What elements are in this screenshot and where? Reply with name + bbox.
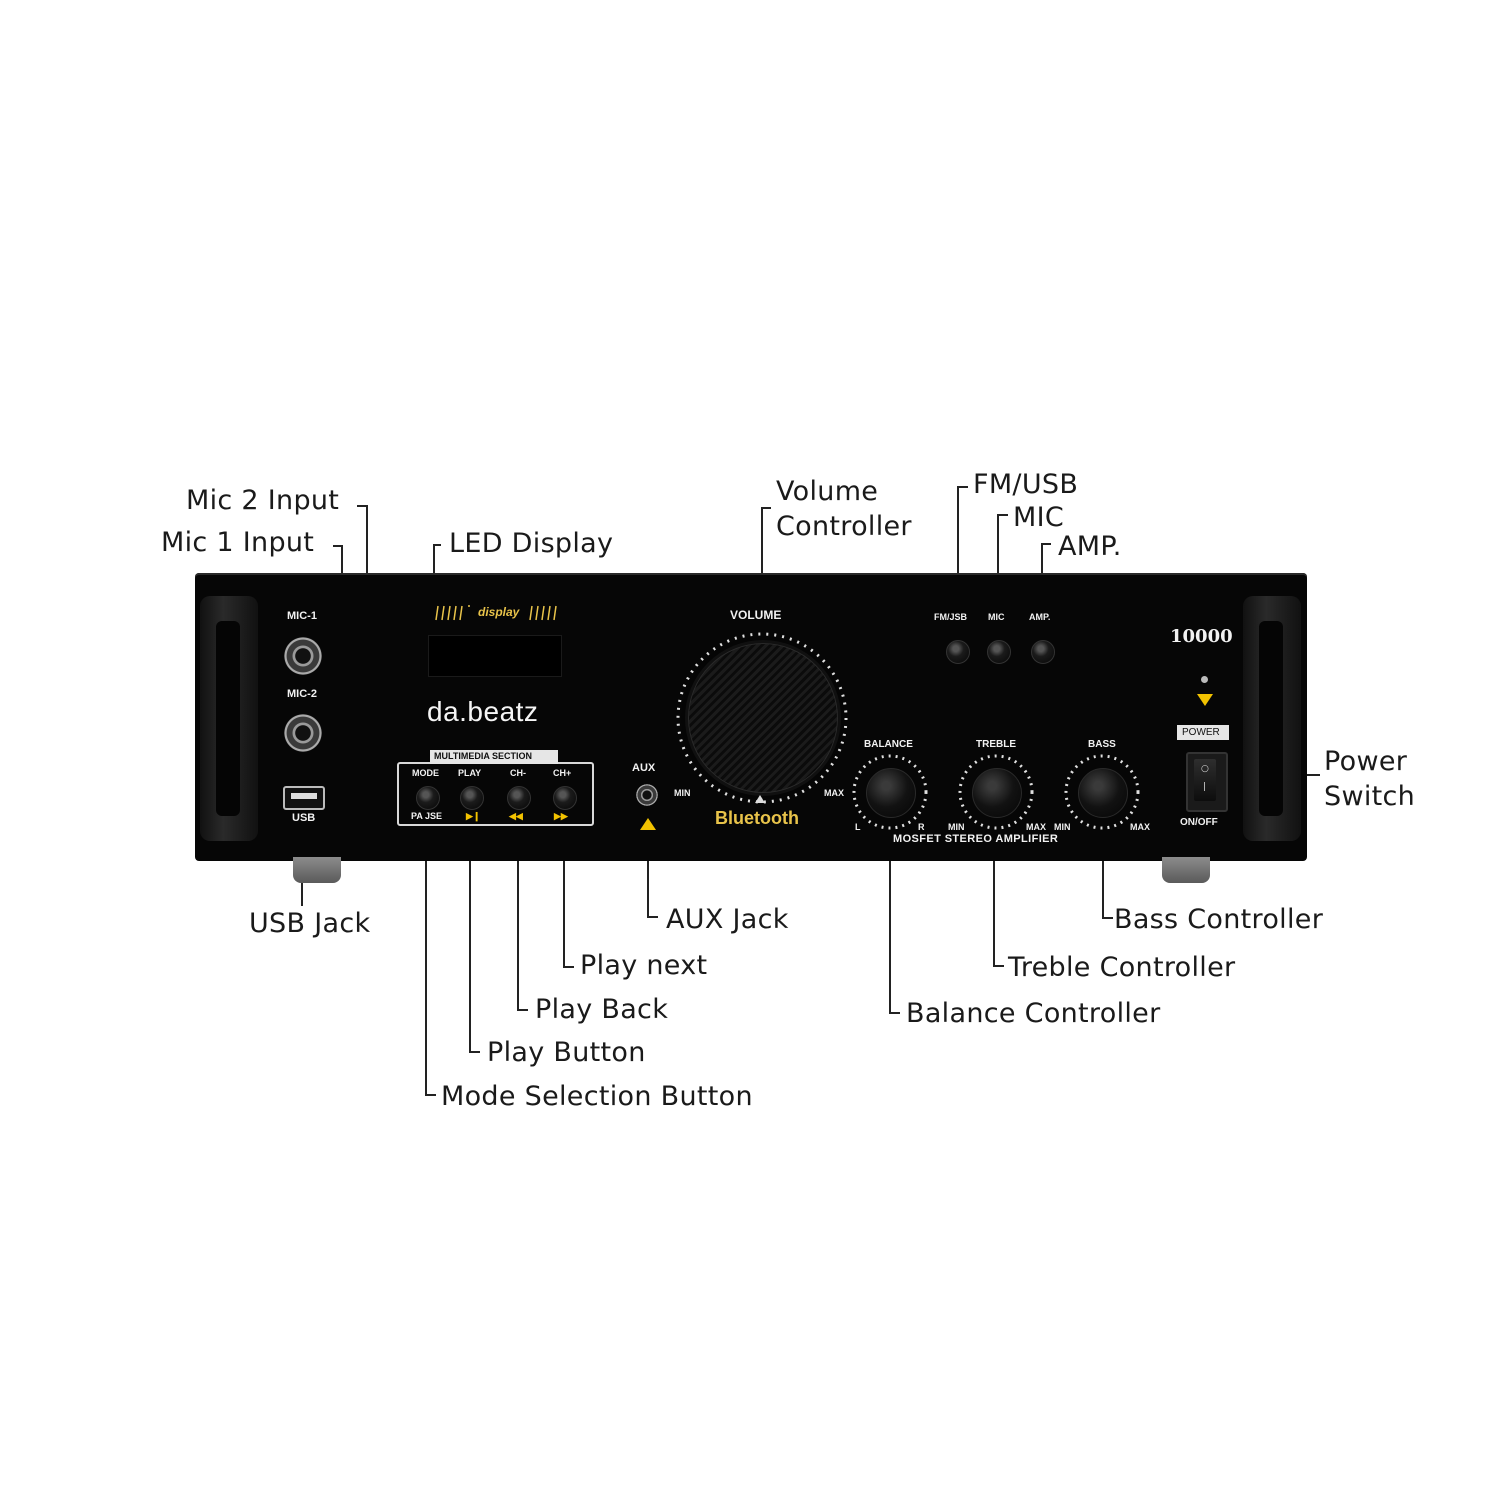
ch-minus-label: CH- (510, 768, 526, 778)
callout-amp: AMP. (1058, 531, 1122, 562)
mic-mode-label: MIC (988, 612, 1005, 622)
mic2-jack[interactable] (284, 714, 322, 752)
callout-power-line2: Switch (1324, 781, 1416, 813)
tone-dial-scales (852, 754, 1140, 830)
callout-power-line1: Power (1324, 746, 1408, 777)
callout-treble-controller: Treble Controller (1008, 952, 1236, 983)
mic2-label: MIC-2 (287, 688, 317, 700)
play-next-button[interactable] (553, 786, 577, 810)
usb-port[interactable] (283, 786, 325, 810)
bass-knob[interactable] (1078, 768, 1128, 818)
amp-mode-button[interactable] (1031, 640, 1055, 664)
multimedia-section-title: MULTIMEDIA SECTION (434, 751, 532, 761)
volume-max-label: MAX (824, 788, 844, 798)
mic1-label: MIC-1 (287, 610, 317, 622)
bass-min-label: MIN (1054, 822, 1071, 832)
balance-r-label: R (918, 822, 925, 832)
bass-max-label: MAX (1130, 822, 1150, 832)
brand-logo: da.beatz (427, 696, 539, 727)
bluetooth-label: Bluetooth (715, 808, 799, 828)
mosfet-label: MOSFET STEREO AMPLIFIER (893, 833, 1059, 845)
power-label: POWER (1182, 727, 1220, 738)
display-logo: display (432, 602, 564, 624)
power-label-bg (1177, 725, 1229, 740)
play-label: PLAY (458, 768, 482, 778)
aux-indicator-icon (640, 818, 656, 830)
callout-usb-jack: USB Jack (249, 908, 371, 939)
callout-fm-usb: FM/USB (973, 469, 1079, 500)
treble-knob[interactable] (972, 768, 1022, 818)
callout-play-button: Play Button (487, 1037, 646, 1068)
treble-min-label: MIN (948, 822, 965, 832)
callout-mic: MIC (1013, 502, 1065, 533)
callout-volume-controller: Volume Controller (776, 474, 912, 544)
power-led (1201, 676, 1208, 683)
music-notes-icon (435, 605, 557, 621)
aux-label: AUX (632, 762, 656, 774)
callout-mic2-input: Mic 2 Input (186, 485, 340, 516)
volume-pointer-icon (755, 795, 765, 803)
play-button[interactable] (460, 786, 484, 810)
callout-led-display: LED Display (449, 528, 614, 559)
left-handle[interactable] (200, 596, 258, 841)
treble-label: TREBLE (976, 739, 1016, 750)
aux-jack[interactable] (636, 784, 658, 806)
mode-button[interactable] (416, 786, 440, 810)
callout-volume-line1: Volume (776, 476, 879, 507)
treble-max-label: MAX (1026, 822, 1046, 832)
play-pause-icon: ▶❙ (466, 811, 481, 821)
callout-bass-controller: Bass Controller (1114, 904, 1324, 935)
previous-icon: ◀◀ (509, 811, 523, 821)
power-indicator-icon (1197, 694, 1213, 706)
volume-min-label: MIN (674, 788, 691, 798)
ch-plus-label: CH+ (553, 768, 572, 778)
callout-aux-jack: AUX Jack (666, 904, 789, 935)
mic1-jack[interactable] (284, 637, 322, 675)
callout-mic1-input: Mic 1 Input (161, 527, 315, 558)
model-number: 10000 (1170, 626, 1233, 647)
usb-label: USB (292, 812, 316, 824)
callout-play-next: Play next (580, 950, 708, 981)
power-on-symbol: | (1203, 782, 1207, 792)
callout-volume-line2: Controller (776, 511, 912, 543)
bass-label: BASS (1088, 739, 1116, 750)
volume-label: VOLUME (730, 608, 782, 622)
power-switch[interactable]: ○ | (1186, 752, 1228, 812)
right-foot (1162, 857, 1210, 883)
on-off-label: ON/OFF (1180, 817, 1218, 828)
callout-power-switch: Power Switch (1324, 744, 1415, 814)
next-icon: ▶▶ (554, 811, 568, 821)
led-display (428, 635, 562, 677)
play-back-button[interactable] (507, 786, 531, 810)
mode-label: MODE (412, 768, 439, 778)
balance-l-label: L (855, 822, 861, 832)
balance-knob[interactable] (866, 768, 916, 818)
power-off-symbol: ○ (1201, 764, 1209, 774)
mic-mode-button[interactable] (987, 640, 1011, 664)
callout-play-back: Play Back (535, 994, 669, 1025)
callout-balance-controller: Balance Controller (906, 998, 1161, 1029)
fm-usb-label: FM/JSB (934, 612, 968, 622)
volume-dial-scale (676, 632, 848, 804)
amp-mode-label: AMP. (1029, 612, 1051, 622)
fm-usb-button[interactable] (946, 640, 970, 664)
display-label: display (478, 605, 520, 619)
volume-knob[interactable] (688, 643, 838, 793)
multimedia-section-title-bg (430, 750, 558, 764)
balance-label: BALANCE (864, 739, 913, 750)
pause-label: PA JSE (411, 811, 443, 821)
right-handle[interactable] (1243, 596, 1301, 841)
callout-mode-selection: Mode Selection Button (441, 1081, 753, 1112)
left-foot (293, 857, 341, 883)
